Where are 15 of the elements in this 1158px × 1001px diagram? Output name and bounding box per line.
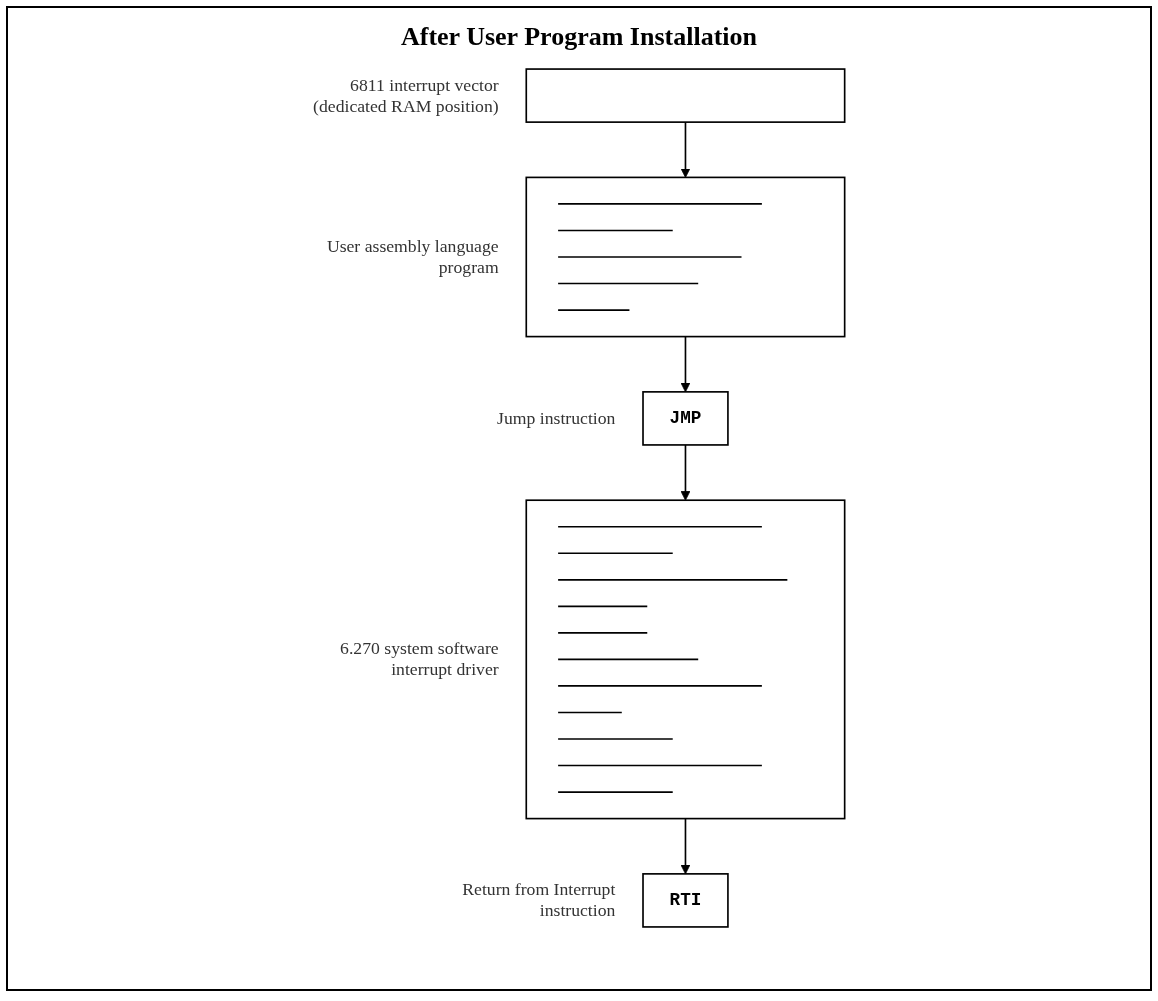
arrow: [680, 335, 691, 393]
arrow: [680, 817, 691, 875]
node-caption: 6811 interrupt vector (dedicated RAM position): [313, 74, 499, 116]
instruction-box: RTI: [642, 873, 729, 928]
memory-box: [525, 68, 846, 123]
arrow: [680, 121, 691, 178]
arrow: [680, 444, 691, 501]
node-caption: Jump instruction: [497, 407, 616, 428]
diagram-title: After User Program Installation: [401, 22, 757, 52]
memory-box: [525, 499, 846, 820]
memory-box: [525, 176, 846, 338]
instruction-box: JMP: [642, 391, 729, 446]
node-caption: 6.270 system software interrupt driver: [340, 638, 499, 680]
node-caption: User assembly language program: [327, 236, 499, 278]
node-caption: Return from Interrupt instruction: [462, 879, 616, 921]
